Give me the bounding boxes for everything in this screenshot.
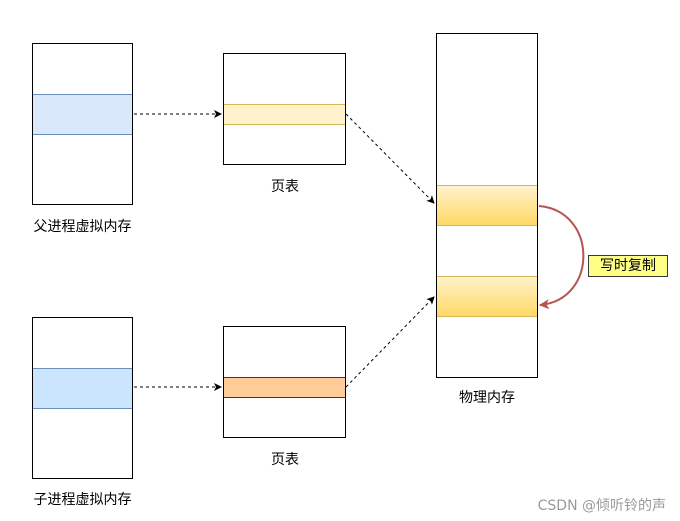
edge-child-page-table-to-physical bbox=[345, 296, 435, 388]
parent-page-table-label: 页表 bbox=[271, 179, 299, 195]
child-page-table-entry bbox=[224, 377, 345, 398]
child-page-table-label: 页表 bbox=[271, 452, 299, 468]
child-virtual-page bbox=[33, 368, 132, 409]
physical-page-original bbox=[437, 185, 537, 226]
edge-copy-on-write bbox=[538, 205, 585, 310]
parent-virtual-memory-box bbox=[32, 43, 133, 205]
physical-memory-label: 物理内存 bbox=[459, 390, 515, 406]
child-virtual-memory-label: 子进程虚拟内存 bbox=[33, 492, 132, 508]
watermark: CSDN @倾听铃的声 bbox=[537, 498, 666, 514]
physical-page-copy bbox=[437, 276, 537, 317]
child-page-table-box bbox=[223, 326, 346, 438]
parent-virtual-memory-label: 父进程虚拟内存 bbox=[33, 219, 132, 235]
parent-page-table-entry bbox=[224, 104, 345, 125]
child-virtual-memory-box bbox=[32, 317, 133, 479]
parent-page-table-box bbox=[223, 53, 346, 165]
edge-parent-page-table-to-physical bbox=[345, 113, 435, 204]
parent-virtual-page bbox=[33, 94, 132, 135]
physical-memory-box bbox=[436, 33, 538, 378]
copy-on-write-label: 写时复制 bbox=[588, 255, 668, 277]
